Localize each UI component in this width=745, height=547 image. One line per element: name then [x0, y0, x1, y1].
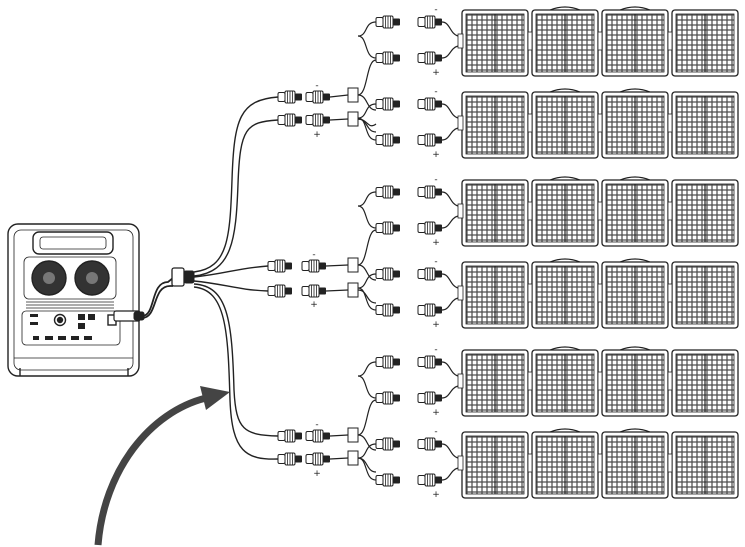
branch-connector-icon — [267, 229, 377, 304]
label-negative: - — [434, 175, 437, 185]
label-negative: - — [315, 420, 318, 430]
trunk-cables — [193, 96, 279, 460]
label-negative: - — [312, 250, 315, 260]
label-negative: - — [434, 87, 437, 97]
polarity-labels: - + - + - + - + - + - + - + - + - + — [310, 5, 440, 500]
label-negative: - — [434, 427, 437, 437]
branch-connector-icon — [277, 59, 377, 133]
label-positive: + — [432, 408, 440, 418]
solar-panel-icon — [358, 7, 738, 498]
label-negative: - — [434, 5, 437, 15]
label-negative: - — [434, 257, 437, 267]
curved-arrow-icon — [94, 386, 230, 546]
label-positive: + — [310, 300, 318, 310]
label-positive: + — [313, 469, 321, 479]
branch-connector-icon — [277, 399, 377, 473]
label-positive: + — [432, 320, 440, 330]
label-positive: + — [432, 490, 440, 500]
label-positive: + — [432, 238, 440, 248]
branch-connector-icon — [171, 267, 195, 287]
input-cable — [113, 277, 174, 322]
label-positive: + — [432, 150, 440, 160]
label-positive: + — [313, 130, 321, 140]
label-negative: - — [434, 345, 437, 355]
power-station-icon — [7, 223, 140, 377]
label-negative: - — [315, 81, 318, 91]
label-positive: + — [432, 68, 440, 78]
